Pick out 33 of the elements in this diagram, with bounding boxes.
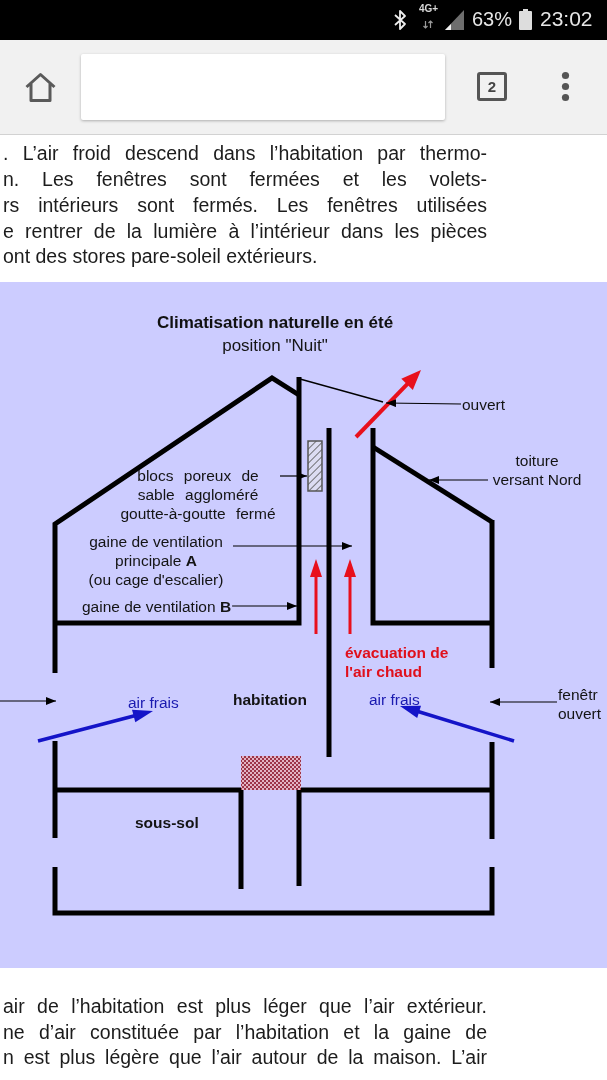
leader-line — [279, 472, 308, 480]
callout-label: fenêtr ouvert — [558, 684, 607, 723]
leader-line — [232, 542, 353, 550]
room-label: sous-sol — [135, 813, 199, 832]
diagram-title: Climatisation naturelle en été — [156, 312, 394, 333]
network-type-text: 4G+ — [419, 3, 439, 15]
body-text-line: air de l’habitation est plus léger que l’air extérieur. — [3, 994, 487, 1018]
leader-line — [231, 602, 298, 610]
porous-block — [307, 440, 323, 492]
body-text-line: ne d’air constituée par l’habitation et la gaine de — [3, 1020, 487, 1044]
airflow-label: air frais — [369, 690, 420, 709]
body-text-line: rs intérieurs sont fermés. Les fenêtres utilisées — [3, 193, 487, 217]
callout-label: gaine de ventilation B — [82, 596, 232, 616]
callout-label: gaine de ventilation principale A (ou cage d'escalier) — [80, 532, 232, 589]
callout-label: toiture versant Nord — [489, 451, 585, 489]
body-text-line: n. Les fenêtres sont fermées et les volets- — [3, 167, 487, 191]
battery-level-text: 63% — [472, 7, 513, 31]
leader-line — [489, 698, 558, 706]
airflow-label: évacuation de l'air chaud — [345, 643, 450, 681]
clock-text: 23:02 — [540, 6, 593, 32]
body-text-line: e rentrer de la lumière à l’intérieur dans les pièces — [3, 219, 487, 243]
tab-switcher-button: 2 — [477, 72, 507, 101]
body-text-line: . L’air froid descend dans l’habitation par thermo- — [3, 141, 487, 165]
callout-label: blocs poreux de sable aggloméré goutte-à-goutte fermé — [117, 466, 279, 523]
leader-line — [385, 399, 462, 408]
leader-line — [428, 476, 489, 484]
room-label: habitation — [233, 690, 308, 709]
body-text-line: n est plus légère que l’air autour de la maison. L’air — [3, 1045, 487, 1069]
body-text-line: ont des stores pare-soleil extérieurs. — [3, 244, 318, 268]
airflow-label: air frais — [128, 693, 179, 712]
roof-window-pane — [299, 378, 384, 403]
callout-label: ouvert — [462, 394, 506, 414]
diagram-subtitle: position "Nuit" — [222, 335, 328, 356]
